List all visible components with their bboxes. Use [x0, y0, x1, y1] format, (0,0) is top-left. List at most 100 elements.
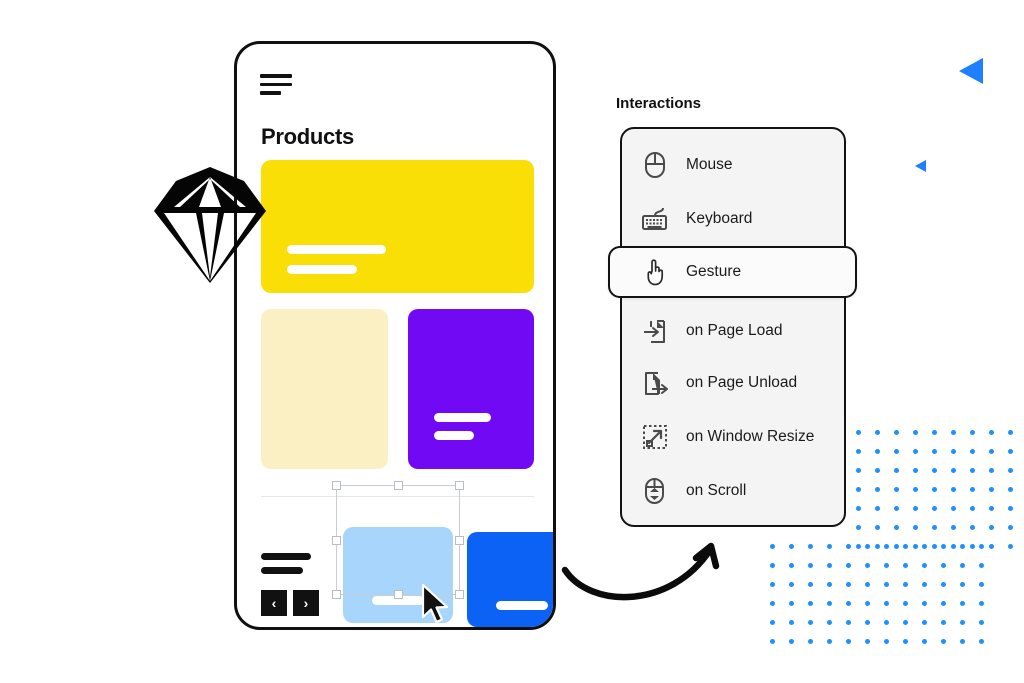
- grid-dot: [865, 582, 870, 587]
- interaction-item-mouse[interactable]: Mouse: [622, 139, 848, 191]
- purple-card[interactable]: [408, 309, 534, 469]
- interaction-item-page-unload[interactable]: on Page Unload: [622, 357, 848, 409]
- resize-handle-ne[interactable]: [455, 481, 464, 490]
- grid-dot: [827, 582, 832, 587]
- grid-dot: [1008, 468, 1013, 473]
- grid-dot: [884, 582, 889, 587]
- grid-dot: [884, 544, 889, 549]
- grid-dot: [941, 563, 946, 568]
- grid-dot: [979, 639, 984, 644]
- grid-dot: [970, 487, 975, 492]
- grid-dot: [789, 620, 794, 625]
- grid-dot: [941, 544, 946, 549]
- grid-dot: [979, 620, 984, 625]
- grid-dot: [856, 525, 861, 530]
- grid-dot: [856, 449, 861, 454]
- interaction-item-gesture[interactable]: Gesture: [608, 246, 857, 298]
- interaction-item-page-load[interactable]: on Page Load: [622, 305, 848, 357]
- resize-handle-sw[interactable]: [332, 590, 341, 599]
- grid-dot: [875, 449, 880, 454]
- grid-dot: [932, 430, 937, 435]
- card-text-line: [372, 596, 424, 605]
- grid-dot: [856, 487, 861, 492]
- triangle-small-icon: [915, 160, 926, 172]
- interaction-label: on Window Resize: [686, 428, 815, 445]
- keyboard-icon: [640, 204, 670, 234]
- section-divider: [261, 496, 534, 497]
- hamburger-line: [260, 74, 292, 78]
- resize-handle-n[interactable]: [394, 481, 403, 490]
- hero-card[interactable]: [261, 160, 534, 293]
- grid-dot: [951, 468, 956, 473]
- grid-dot: [970, 544, 975, 549]
- grid-dot: [903, 563, 908, 568]
- interaction-item-scroll[interactable]: on Scroll: [622, 465, 848, 517]
- grid-dot: [827, 639, 832, 644]
- grid-dot: [846, 544, 851, 549]
- grid-dot: [827, 601, 832, 606]
- grid-dot: [951, 525, 956, 530]
- interaction-label: Mouse: [686, 156, 733, 173]
- carousel-prev-button[interactable]: ‹: [261, 590, 287, 616]
- grid-dot: [941, 620, 946, 625]
- blue-card[interactable]: [467, 532, 553, 627]
- grid-dot: [903, 620, 908, 625]
- grid-dot: [970, 525, 975, 530]
- resize-handle-s[interactable]: [394, 590, 403, 599]
- resize-handle-w[interactable]: [332, 536, 341, 545]
- resize-handle-e[interactable]: [455, 536, 464, 545]
- carousel-next-button[interactable]: ›: [293, 590, 319, 616]
- grid-dot: [846, 601, 851, 606]
- grid-dot: [951, 430, 956, 435]
- resize-handle-nw[interactable]: [332, 481, 341, 490]
- grid-dot: [846, 620, 851, 625]
- grid-dot: [770, 563, 775, 568]
- grid-dot: [875, 525, 880, 530]
- interaction-item-keyboard[interactable]: Keyboard: [622, 193, 848, 245]
- interaction-label: on Page Unload: [686, 374, 798, 391]
- grid-dot: [856, 468, 861, 473]
- grid-dot: [951, 506, 956, 511]
- grid-dot: [960, 582, 965, 587]
- grid-dot: [875, 506, 880, 511]
- grid-dot: [922, 582, 927, 587]
- grid-dot: [856, 430, 861, 435]
- grid-dot: [989, 506, 994, 511]
- grid-dot: [903, 601, 908, 606]
- cream-card[interactable]: [261, 309, 388, 469]
- curved-arrow-icon: [560, 530, 740, 615]
- grid-dot: [932, 506, 937, 511]
- selection-frame: [332, 481, 464, 599]
- grid-dot: [894, 487, 899, 492]
- grid-dot: [922, 639, 927, 644]
- grid-dot: [884, 639, 889, 644]
- grid-dot: [979, 544, 984, 549]
- grid-dot: [922, 544, 927, 549]
- scroll-mouse-icon: [640, 476, 670, 506]
- grid-dot: [922, 601, 927, 606]
- grid-dot: [789, 601, 794, 606]
- grid-dot: [894, 430, 899, 435]
- interaction-item-window-resize[interactable]: on Window Resize: [622, 411, 848, 463]
- grid-dot: [932, 544, 937, 549]
- hamburger-line: [260, 91, 281, 95]
- grid-dot: [932, 449, 937, 454]
- grid-dot: [884, 563, 889, 568]
- mouse-icon: [640, 150, 670, 180]
- grid-dot: [789, 544, 794, 549]
- interaction-label: Gesture: [686, 263, 742, 280]
- hamburger-menu-icon[interactable]: [260, 74, 294, 95]
- grid-dot: [808, 563, 813, 568]
- grid-dot: [913, 449, 918, 454]
- grid-dot: [960, 563, 965, 568]
- grid-dot: [970, 430, 975, 435]
- grid-dot: [789, 563, 794, 568]
- grid-dot: [941, 582, 946, 587]
- grid-dot: [1008, 506, 1013, 511]
- page-title: Products: [261, 124, 354, 149]
- grid-dot: [951, 449, 956, 454]
- grid-dot: [865, 639, 870, 644]
- resize-handle-se[interactable]: [455, 590, 464, 599]
- grid-dot: [865, 563, 870, 568]
